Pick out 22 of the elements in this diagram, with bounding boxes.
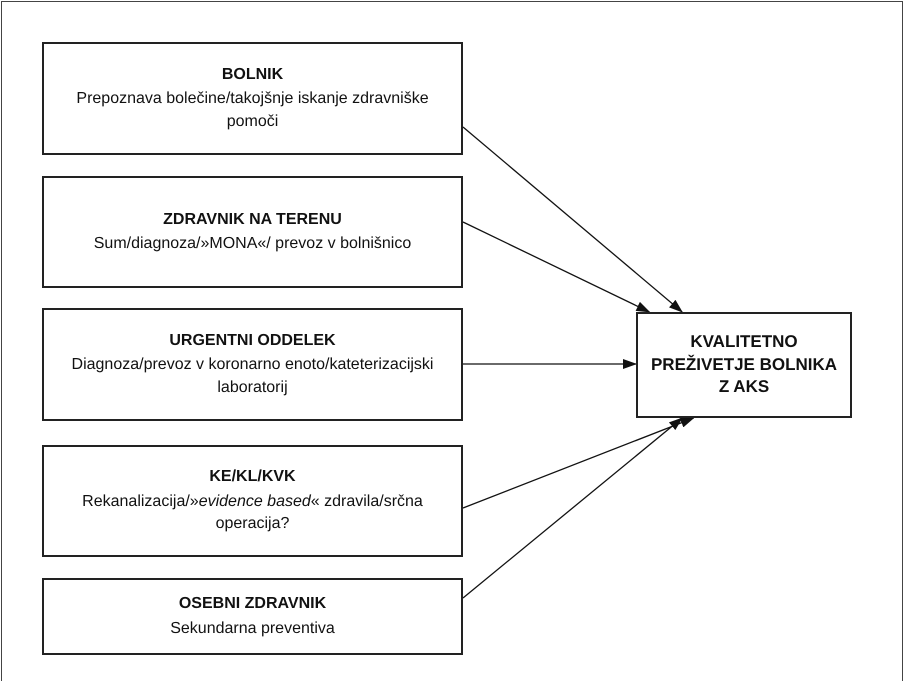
arrow	[462, 417, 695, 509]
box-heading: URGENTNI ODDELEK	[169, 330, 336, 351]
box-heading: ZDRAVNIK NA TERENU	[163, 210, 342, 230]
box-heading: KVALITETNO PREŽIVETJE BOLNIKA Z AKS	[650, 330, 838, 398]
box-description: Sekundarna preventiva	[170, 618, 335, 639]
process-box	[42, 445, 463, 557]
arrow	[462, 221, 650, 313]
box-heading: KE/KL/KVK	[209, 467, 296, 488]
box-heading: BOLNIK	[222, 64, 284, 85]
process-box	[42, 176, 463, 288]
arrow	[463, 359, 637, 370]
box-description: Sum/diagnoza/»MONA«/ prevoz v bolnišnico	[94, 234, 412, 254]
box-description: Diagnoza/prevoz v koronarno enoto/kateterizacijski laboratorij	[70, 355, 434, 398]
box-description: Rekanalizacija/»evidence based« zdravila/srčna operacija?	[81, 492, 424, 534]
arrow	[462, 126, 683, 313]
process-box	[636, 312, 852, 418]
arrow	[462, 417, 683, 598]
box-description: Prepoznava bolečine/takojšnje iskanje zdravniške pomoči	[75, 89, 430, 132]
process-box	[42, 42, 463, 155]
process-box	[42, 578, 463, 655]
box-heading: OSEBNI ZDRAVNIK	[178, 594, 326, 614]
process-box	[42, 308, 463, 421]
